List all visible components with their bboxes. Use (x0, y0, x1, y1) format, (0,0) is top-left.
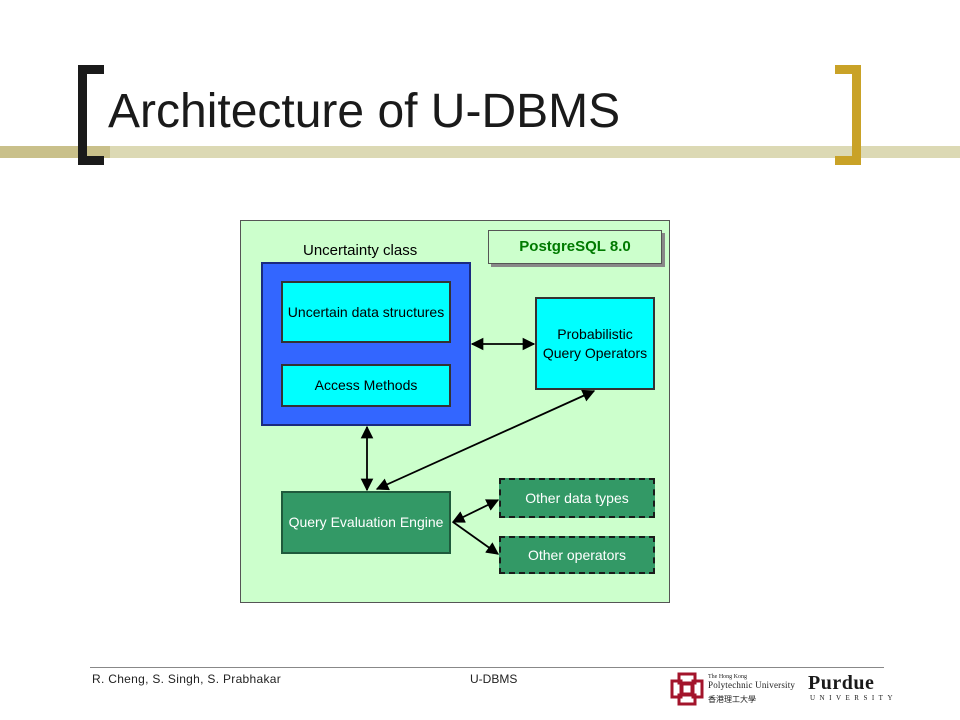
other-operators-box: Other operators (499, 536, 655, 574)
postgresql-label: PostgreSQL 8.0 (488, 230, 662, 264)
purdue-logo-subtitle: UNIVERSITY (810, 694, 897, 702)
right-bracket-decoration (835, 65, 861, 165)
probabilistic-query-operators-box: Probabilistic Query Operators (535, 297, 655, 390)
uncertain-data-structures-box: Uncertain data structures (281, 281, 451, 343)
access-methods-box: Access Methods (281, 364, 451, 407)
polyu-logo: The Hong Kong Polytechnic University 香港理… (670, 670, 796, 710)
polyu-emblem-icon (670, 672, 704, 706)
title-underline-bar (0, 146, 960, 158)
other-data-types-box: Other data types (499, 478, 655, 518)
polyu-chinese-name: 香港理工大學 (708, 695, 756, 704)
polyu-name: Polytechnic University (708, 680, 796, 690)
polyu-small-text: The Hong Kong (708, 674, 747, 680)
left-bracket-decoration (78, 65, 104, 165)
slide-title: Architecture of U-DBMS (108, 85, 621, 138)
footer-authors: R. Cheng, S. Singh, S. Prabhakar (92, 672, 282, 686)
query-evaluation-engine-box: Query Evaluation Engine (281, 491, 451, 554)
footer-topic: U-DBMS (470, 672, 518, 686)
purdue-logo-name: Purdue (808, 672, 875, 694)
uncertainty-class-label: Uncertainty class (303, 242, 418, 259)
footer-divider (90, 667, 884, 668)
